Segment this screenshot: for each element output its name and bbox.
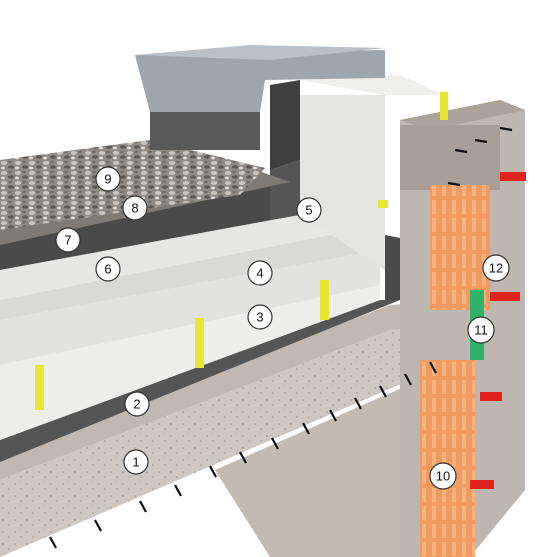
marker-8: 8	[122, 195, 148, 221]
wall-top-block	[400, 100, 525, 130]
marker-5: 5	[296, 197, 322, 223]
brick-upper	[430, 185, 490, 310]
insulation-upper	[0, 225, 380, 320]
svg-text:5: 5	[305, 203, 312, 218]
slab-edge-ticks	[49, 126, 513, 549]
marker-12: 12	[482, 254, 510, 282]
parapet-insulation-top	[300, 75, 445, 95]
tape-mark	[35, 365, 44, 410]
red-tie	[490, 292, 520, 301]
wall-cap-block	[400, 125, 500, 190]
marker-6: 6	[95, 256, 121, 282]
svg-text:6: 6	[104, 262, 111, 277]
marker-9: 9	[95, 166, 121, 192]
svg-text:10: 10	[436, 469, 450, 484]
svg-text:2: 2	[133, 397, 140, 412]
tape-mark	[195, 318, 204, 368]
svg-text:3: 3	[256, 310, 263, 325]
interior-wall	[215, 380, 420, 557]
insulation-lower-front	[0, 285, 380, 440]
metal-coping	[135, 50, 385, 112]
brick-lower	[420, 360, 475, 557]
red-tie	[500, 172, 526, 181]
tape-mark	[378, 200, 388, 208]
svg-text:7: 7	[64, 233, 71, 248]
marker-2: 2	[124, 391, 150, 417]
coping-shadow	[150, 112, 260, 150]
marker-1: 1	[123, 449, 149, 475]
svg-text:4: 4	[256, 266, 263, 281]
gravel-layer	[0, 140, 265, 230]
insulation-lower-top	[0, 250, 380, 365]
insulation-upper-top	[0, 200, 380, 300]
parapet-insulation-side	[300, 95, 385, 270]
marker-3: 3	[247, 304, 273, 330]
marker-7: 7	[55, 227, 81, 253]
vapour-barrier-layer	[0, 300, 400, 462]
svg-text:11: 11	[474, 323, 488, 338]
marker-11: 11	[467, 316, 495, 344]
marker-4: 4	[247, 260, 273, 286]
svg-text:8: 8	[131, 201, 138, 216]
membrane-upturn	[270, 160, 300, 220]
concrete-slab	[0, 320, 470, 557]
red-tie	[480, 392, 502, 401]
parapet-membrane-front	[270, 80, 300, 170]
coping-top	[135, 45, 385, 60]
red-tie	[470, 480, 494, 489]
tape-mark	[320, 280, 329, 320]
tape-mark	[440, 92, 448, 120]
marker-10: 10	[429, 462, 457, 490]
svg-text:1: 1	[132, 455, 139, 470]
svg-text:9: 9	[104, 172, 111, 187]
svg-text:12: 12	[489, 261, 503, 276]
